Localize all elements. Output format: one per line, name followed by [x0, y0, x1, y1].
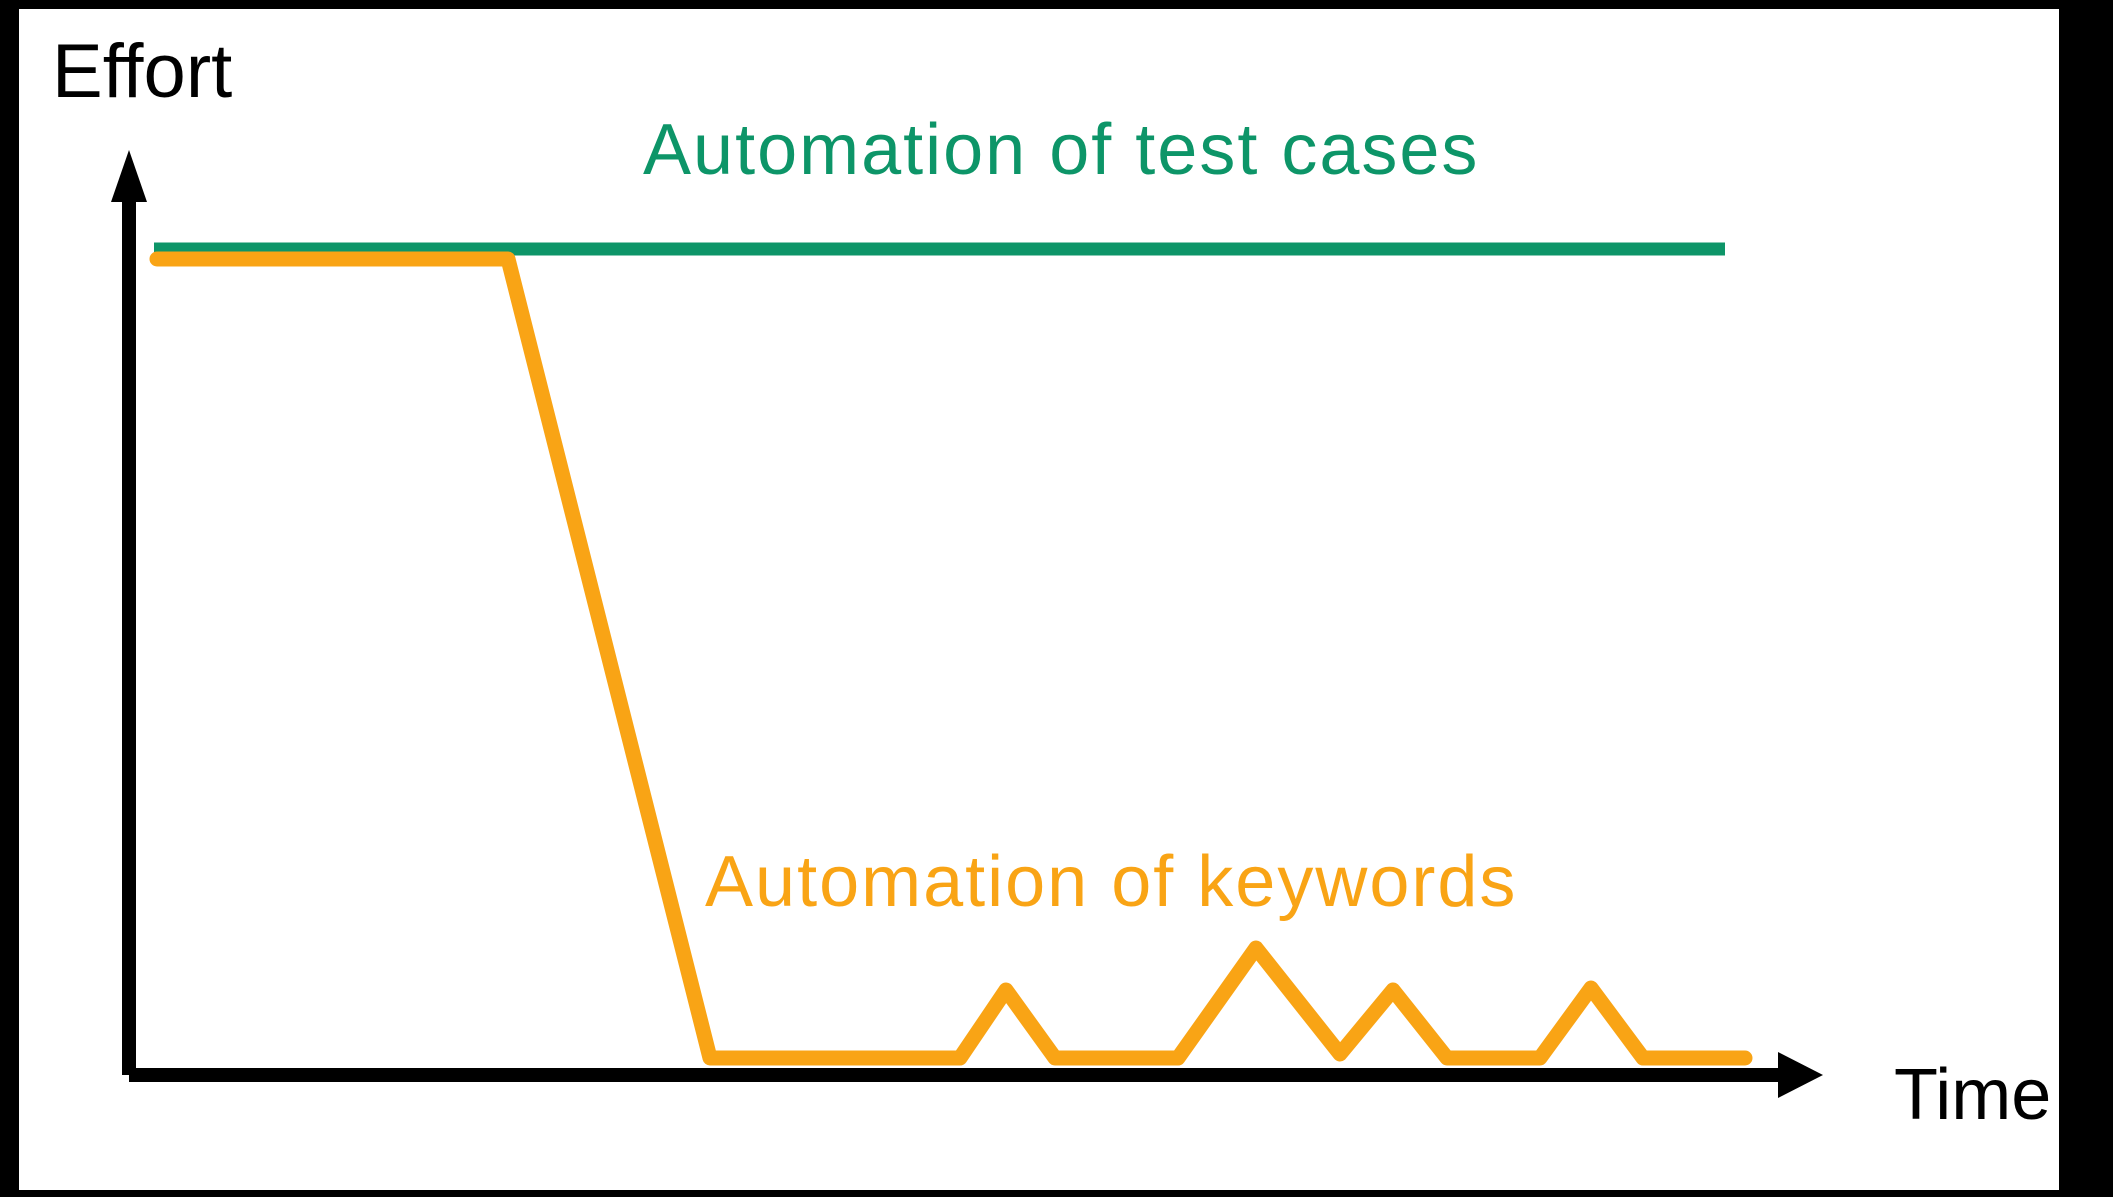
y-axis-label: Effort — [52, 29, 233, 114]
series-line-keywords — [149, 251, 1753, 1066]
y-axis-arrowhead — [111, 150, 147, 202]
x-axis-label: Time — [1894, 1055, 2052, 1135]
plot-background — [19, 9, 2059, 1190]
series-label-test-cases: Automation of test cases — [643, 110, 1480, 190]
x-axis-arrowhead — [1778, 1052, 1823, 1098]
series-label-keywords: Automation of keywords — [705, 842, 1518, 922]
